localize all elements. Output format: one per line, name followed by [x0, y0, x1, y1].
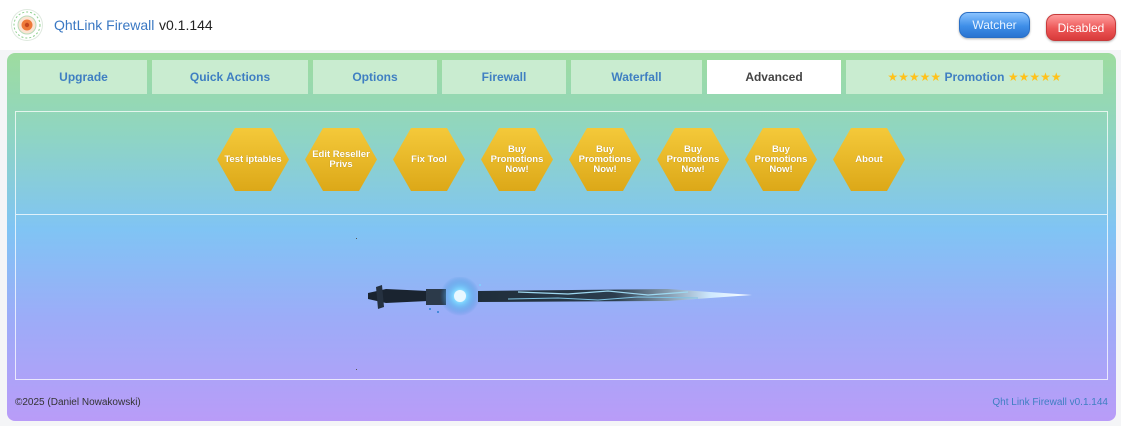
tab-label: Upgrade [59, 70, 108, 84]
buy-promotions-button[interactable]: Buy Promotions Now! [745, 128, 817, 191]
app-header: QhtLink Firewall v0.1.144 Watcher Disabl… [0, 0, 1121, 50]
tab-options[interactable]: Options [313, 60, 437, 94]
section-divider [16, 214, 1107, 215]
tab-advanced[interactable]: Advanced [707, 60, 841, 94]
buy-promotions-button[interactable]: Buy Promotions Now! [657, 128, 729, 191]
tab-label: Options [352, 70, 398, 84]
tab-label: Promotion [944, 70, 1005, 84]
product-version-link[interactable]: Qht Link Firewall v0.1.144 [992, 397, 1108, 408]
test-iptables-button[interactable]: Test iptables [217, 128, 289, 191]
tab-firewall[interactable]: Firewall [442, 60, 566, 94]
about-button[interactable]: About [833, 128, 905, 191]
tab-label: Waterfall [611, 70, 662, 84]
sword-illustration [368, 277, 752, 316]
sparkle-dot [356, 369, 357, 370]
tab-label: Quick Actions [189, 70, 271, 84]
buy-promotions-button[interactable]: Buy Promotions Now! [569, 128, 641, 191]
firewall-logo-icon [11, 9, 43, 41]
button-label: Test iptables [224, 153, 282, 165]
app-name: QhtLink Firewall [54, 17, 155, 33]
button-label: Buy Promotions Now! [754, 143, 808, 175]
sparkle-dot [356, 238, 357, 239]
watcher-button[interactable]: Watcher [959, 12, 1030, 38]
fix-tool-button[interactable]: Fix Tool [393, 128, 465, 191]
disabled-button[interactable]: Disabled [1046, 14, 1116, 41]
button-label: Edit Reseller Privs [312, 148, 370, 170]
tab-upgrade[interactable]: Upgrade [20, 60, 147, 94]
buy-promotions-button[interactable]: Buy Promotions Now! [481, 128, 553, 191]
button-label: Buy Promotions Now! [490, 143, 544, 175]
copyright-text: ©2025 (Daniel Nowakowski) [15, 397, 141, 408]
tab-quick-actions[interactable]: Quick Actions [152, 60, 308, 94]
edit-reseller-privs-button[interactable]: Edit Reseller Privs [305, 128, 377, 191]
button-label: Buy Promotions Now! [578, 143, 632, 175]
tab-waterfall[interactable]: Waterfall [571, 60, 702, 94]
advanced-content: Test iptables Edit Reseller Privs Fix To… [15, 111, 1108, 380]
app-version: v0.1.144 [159, 17, 213, 33]
tab-label: Advanced [745, 70, 803, 84]
main-panel: Upgrade Quick Actions Options Firewall W… [7, 53, 1116, 421]
button-label: Buy Promotions Now! [666, 143, 720, 175]
tab-label: Firewall [481, 70, 527, 84]
stars-icon: ★★★★★ [1007, 70, 1062, 84]
button-label: About [855, 153, 883, 165]
tab-promotion[interactable]: ★★★★★ Promotion ★★★★★ [846, 60, 1103, 94]
button-label: Fix Tool [411, 153, 447, 165]
stars-icon: ★★★★★ [887, 70, 942, 84]
